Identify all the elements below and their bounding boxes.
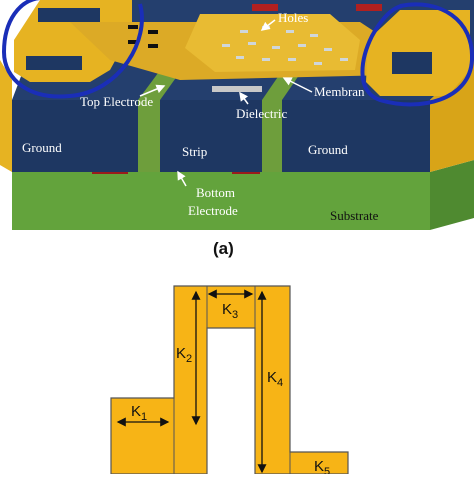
label-strip: Strip (182, 144, 207, 159)
top-contact-2 (356, 4, 382, 11)
annotation-circle-left (1, 0, 144, 99)
figure-a: Holes Membran Top Electrode Dielectric G… (0, 0, 474, 258)
label-ground-left: Ground (22, 140, 62, 155)
gap-strip-right-front (262, 100, 282, 172)
gap-strip-left-front (138, 100, 160, 172)
dielectric-arrow (239, 91, 249, 105)
hole-dark-3 (128, 40, 138, 44)
label-dielectric: Dielectric (236, 106, 287, 121)
gold-edge-left (0, 60, 12, 172)
top-contact-1 (252, 4, 278, 11)
figure-b: K1 K2 K3 K4 K5 (110, 285, 349, 478)
label-k1: K1 (131, 403, 147, 423)
cpw-front (12, 100, 430, 172)
label-bottom-electrode-1: Bottom (196, 185, 235, 200)
label-k4: K4 (267, 369, 283, 389)
anchor-pad-left-slot1 (38, 8, 100, 22)
substrate-side (430, 160, 474, 230)
label-holes: Holes (278, 10, 308, 25)
substrate-front (12, 172, 430, 230)
bottom-electrode-arrow (177, 170, 187, 187)
label-substrate: Substrate (330, 208, 379, 223)
label-k2: K2 (176, 345, 192, 365)
anchor-pad-right-slot (392, 52, 432, 74)
caption-a: (a) (213, 239, 234, 258)
label-membrane: Membran (314, 84, 365, 99)
top-electrode-arrow (139, 84, 166, 97)
dielectric-layer (212, 86, 262, 92)
hole-dark-2 (148, 30, 158, 34)
label-ground-right: Ground (308, 142, 348, 157)
label-k5: K5 (314, 458, 330, 474)
membrane-top-plate (185, 14, 360, 72)
holes-arrow (260, 19, 276, 31)
membrane-arrow (282, 77, 313, 93)
hole-dark-1 (128, 25, 138, 29)
label-k3: K3 (222, 301, 238, 321)
annotation-circle-right (360, 2, 474, 107)
anchor-pad-left-slot2 (26, 56, 82, 70)
label-bottom-electrode-2: Electrode (188, 203, 238, 218)
hole-dark-4 (148, 44, 158, 48)
label-top-electrode: Top Electrode (80, 94, 153, 109)
